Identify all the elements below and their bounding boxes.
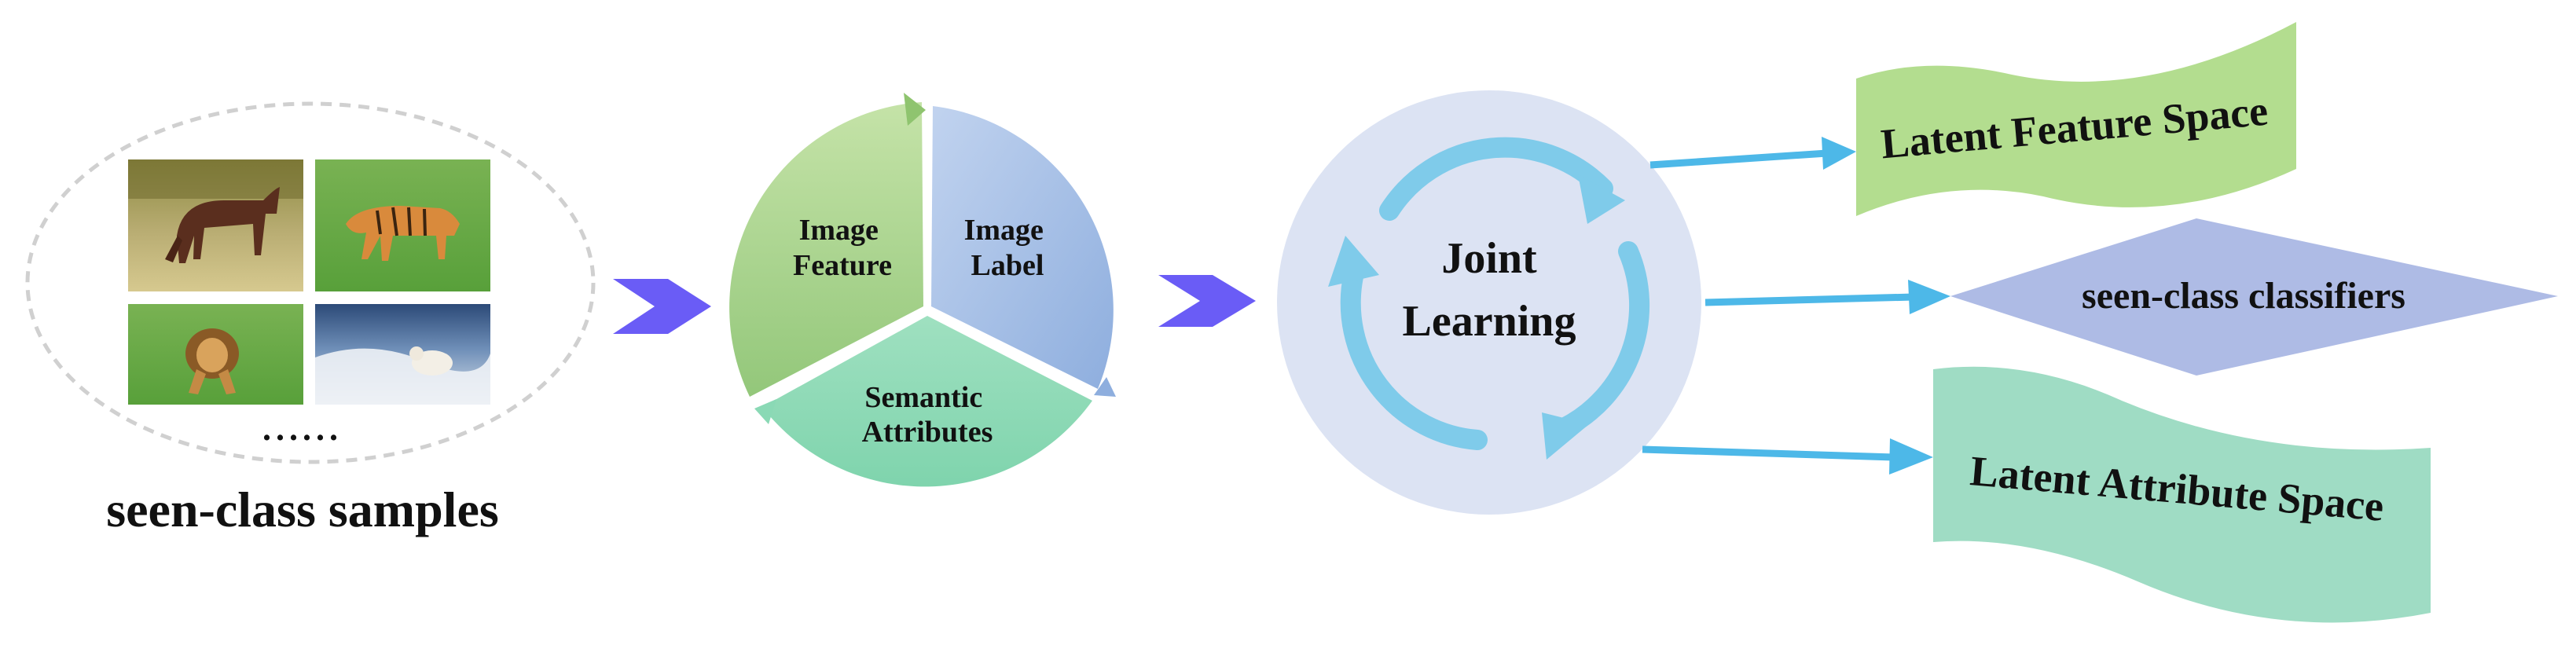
image-label-segment: [931, 106, 1114, 389]
chevron-arrow-2: [1158, 275, 1256, 327]
connector-to-classifiers: [1704, 293, 1914, 306]
seen-class-classifiers-label: seen-class classifiers: [2082, 275, 2405, 317]
semantic-attributes-segment: [762, 316, 1092, 487]
seen-class-classifiers-box: seen-class classifiers: [1950, 218, 2558, 376]
joint-learning-line1: Joint: [1441, 234, 1537, 283]
samples-ellipsis: ......: [262, 409, 343, 448]
image-feature-label: Image Feature: [793, 214, 892, 282]
latent-attribute-space-box: Latent Attribute Space: [1933, 366, 2431, 623]
samples-group: ...... seen-class samples: [25, 101, 596, 537]
samples-dashed-ellipse: [25, 101, 596, 464]
info-cycle: Image Feature Image Label Semantic Attri…: [729, 93, 1116, 487]
tiger-thumbnail: [315, 159, 490, 291]
cycle-arrowheads: [1328, 174, 1625, 460]
joint-learning-group: Joint Learning: [1277, 90, 1701, 515]
samples-caption: seen-class samples: [106, 482, 499, 537]
semantic-attributes-label: Semantic Attributes: [862, 381, 993, 449]
connector-arrowheads: [1822, 137, 1950, 475]
image-feature-segment: [729, 102, 923, 397]
semantic-attributes-arrow-tip: [754, 399, 776, 424]
cycle-arrows-icon: [1340, 137, 1650, 450]
horse-thumbnail: [128, 159, 303, 291]
connector-to-latent-attribute: [1642, 445, 1895, 461]
lion-thumbnail: [128, 304, 303, 405]
chevron-arrow-1: [613, 279, 711, 334]
latent-feature-space-box: Latent Feature Space: [1856, 22, 2296, 216]
image-label-arrow-tip: [1094, 377, 1116, 397]
image-feature-arrow-tip: [904, 93, 926, 126]
image-label-label: Image Label: [964, 214, 1051, 282]
connector-to-latent-feature: [1649, 149, 1828, 169]
joint-learning-line2: Learning: [1403, 297, 1576, 346]
animal-in-snow-thumbnail: [315, 304, 490, 405]
output-connectors: [1642, 149, 1914, 461]
